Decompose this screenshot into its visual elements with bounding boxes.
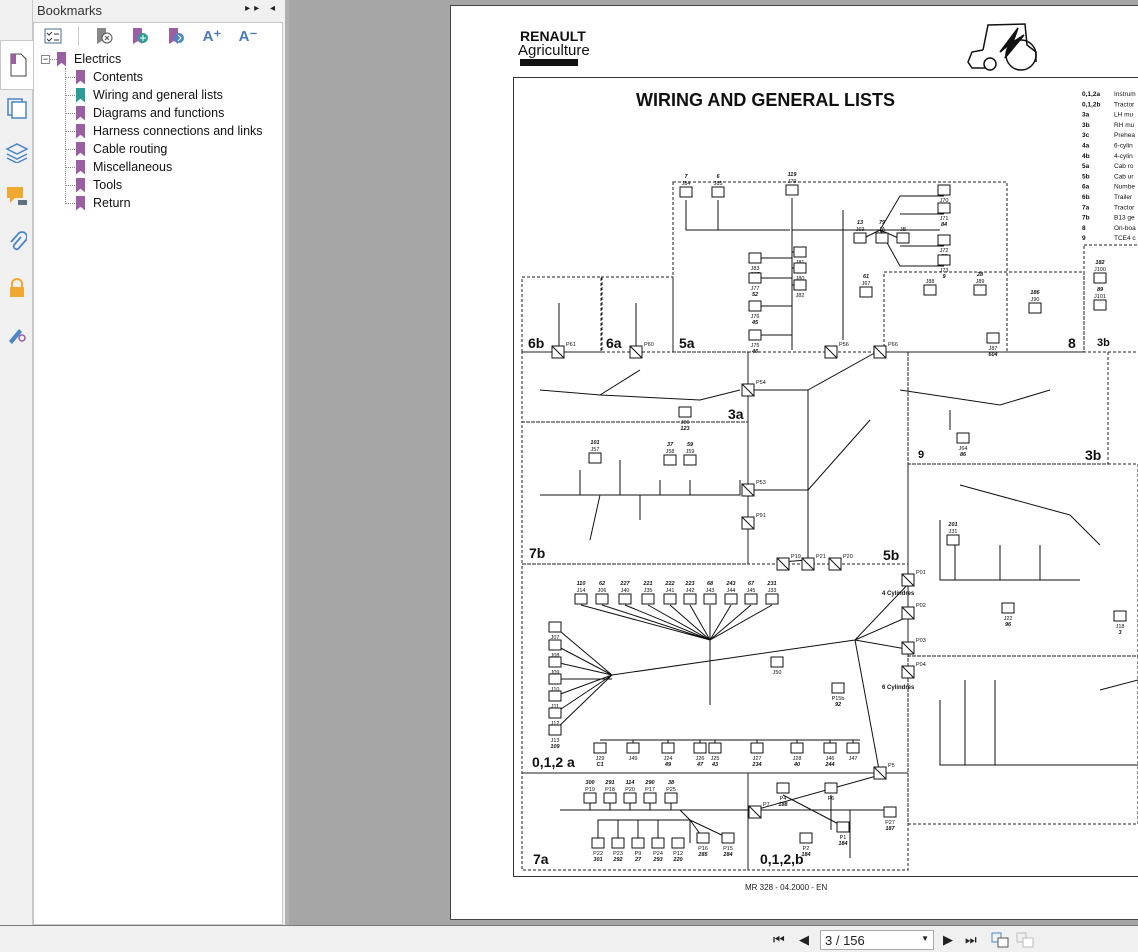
chevron-down-icon[interactable]: ▼ [921,934,929,943]
next-page-button[interactable]: ▶ [943,932,953,947]
bookmark-toolbar: A⁺ A⁻ [34,23,282,49]
bookmark-label: Miscellaneous [93,160,173,174]
panel-title: Bookmarks [37,3,103,18]
bookmark-item[interactable]: Diagrams and functions [76,104,224,122]
pages-tab[interactable] [4,95,30,121]
security-tab[interactable] [4,275,30,301]
bookmarks-tab[interactable] [0,40,34,90]
bookmark-item[interactable]: Cable routing [76,140,167,158]
expand-bookmark-icon[interactable] [42,26,64,46]
signature-pen-icon [9,329,26,344]
comment-icon [7,187,27,205]
bookmark-label: Harness connections and links [93,124,263,138]
bookmark-icon [76,69,85,85]
delete-bookmark-icon[interactable] [93,26,115,46]
bookmark-label: Tools [93,178,123,192]
bookmark-icon [76,141,85,157]
next-view-icon[interactable] [1016,932,1034,951]
first-page-button[interactable]: ⏮ [773,932,785,947]
bookmark-icon [76,195,85,211]
decrease-font-icon[interactable]: A⁻ [238,28,258,45]
bookmark-label: Wiring and general lists [93,88,223,102]
pages-icon [7,98,27,119]
bookmark-item[interactable]: Miscellaneous [76,158,172,176]
bookmark-label: Electrics [74,52,122,66]
layers-tab[interactable] [4,139,30,165]
bookmark-icon [76,105,85,121]
bookmark-icon [57,51,66,67]
page-navigation-bar: ⏮ ◀ 3 / 156 ▼ ▶ ⏭ [0,925,1138,952]
layers-icon [5,143,29,163]
previous-page-button[interactable]: ◀ [799,932,809,947]
bookmarks-panel: Bookmarks ▸▸ ◂ A⁺ A⁻ − Electrics Content… [33,0,285,925]
page-number-text: 3 / 156 [825,933,865,948]
add-bookmark-icon[interactable] [129,26,151,46]
panel-collapse-controls[interactable]: ▸▸ ◂ [245,3,279,14]
bookmark-label: Contents [93,70,144,84]
paperclip-icon [10,231,27,251]
bookmark-icon [76,177,85,193]
collapse-toggle-icon[interactable]: − [41,54,50,64]
bookmark-item[interactable]: Wiring and general lists [76,86,223,104]
attachments-tab[interactable] [4,229,30,255]
pdf-page [450,5,1138,920]
lock-icon [10,278,24,297]
bookmark-label: Cable routing [93,142,168,156]
page-bookmark-icon [10,53,26,77]
bookmark-item[interactable]: Return [76,194,131,212]
previous-view-icon[interactable] [991,932,1009,951]
bookmark-item[interactable]: Contents [76,68,143,86]
bookmark-label: Return [93,196,131,210]
bookmark-root-electrics[interactable]: Electrics [57,50,121,68]
bookmark-icon [76,123,85,139]
signatures-tab[interactable] [4,320,30,346]
comments-tab[interactable] [4,183,30,209]
bookmark-label: Diagrams and functions [93,106,225,120]
bookmark-icon [76,159,85,175]
page-number-input[interactable]: 3 / 156 ▼ [820,930,934,950]
increase-font-icon[interactable]: A⁺ [202,28,222,45]
bookmark-item[interactable]: Harness connections and links [76,122,263,140]
side-rail [0,0,34,925]
panel-splitter[interactable] [285,0,289,925]
last-page-button[interactable]: ⏭ [965,932,977,947]
bookmark-item[interactable]: Tools [76,176,122,194]
bookmark-icon [76,87,85,103]
goto-bookmark-icon[interactable] [165,26,187,46]
